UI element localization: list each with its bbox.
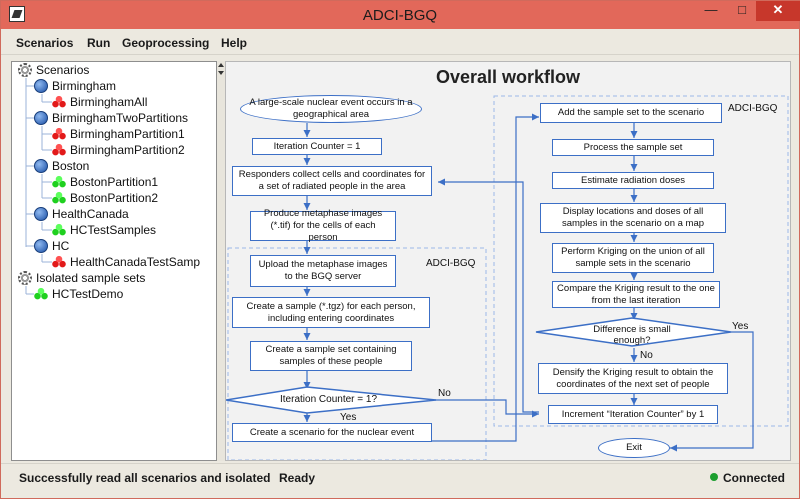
wf-create-sample: Create a sample (*.tgz) for each person,…: [232, 297, 430, 328]
globe-icon: [34, 111, 48, 125]
people-green-icon: [34, 287, 48, 301]
workflow-diagram-panel: Overall workflow: [225, 61, 791, 461]
menu-help[interactable]: Help: [221, 36, 248, 50]
globe-icon: [34, 159, 48, 173]
maximize-button[interactable]: □: [738, 2, 746, 17]
wf-yes-left-label: Yes: [340, 412, 357, 423]
collapse-right-arrow-icon[interactable]: [218, 71, 224, 75]
globe-icon: [34, 239, 48, 253]
wf-create-scenario: Create a scenario for the nuclear event: [232, 423, 432, 442]
people-red-icon: [52, 143, 66, 157]
workflow-connectors: [226, 95, 789, 460]
globe-icon: [34, 79, 48, 93]
menu-geoprocessing[interactable]: Geoprocessing: [122, 36, 210, 50]
adci-bgq-right-label: ADCI-BGQ: [728, 103, 778, 114]
wf-densify-kriging: Densify the Kriging result to obtain the…: [538, 363, 728, 394]
wf-decision-difference: Difference is small enough?: [593, 324, 671, 346]
scenario-tree[interactable]: Scenarios Birmingham BirminghamAll Birmi…: [11, 61, 217, 461]
minimize-button[interactable]: —: [704, 2, 718, 17]
gear-icon: [18, 63, 32, 77]
connection-status: Connected: [723, 471, 786, 485]
menu-bar: Scenarios Run Geoprocessing Help: [1, 31, 799, 55]
adci-bgq-left-label: ADCI-BGQ: [426, 258, 476, 269]
wf-add-sample-set: Add the sample set to the scenario: [540, 103, 722, 123]
wf-upload-images: Upload the metaphase images to the BGQ s…: [250, 255, 396, 287]
title-bar: ADCI-BGQ — □ ✕: [1, 1, 800, 29]
menu-run[interactable]: Run: [87, 36, 111, 50]
people-green-icon: [52, 175, 66, 189]
app-logo-icon: [9, 6, 25, 22]
wf-compare-kriging: Compare the Kriging result to the one fr…: [552, 281, 720, 308]
tree-connector-lines: [25, 78, 52, 295]
wf-yes-right-label: Yes: [732, 321, 749, 332]
collapse-left-arrow-icon[interactable]: [218, 63, 224, 67]
wf-exit: Exit: [598, 438, 670, 458]
wf-display-map: Display locations and doses of all sampl…: [540, 203, 726, 233]
wf-decision-iteration: Iteration Counter = 1?: [280, 394, 378, 405]
close-button[interactable]: ✕: [756, 1, 800, 21]
wf-no-right-label: No: [640, 350, 653, 361]
wf-collect-cells: Responders collect cells and coordinates…: [232, 166, 432, 196]
wf-iteration-counter-init: Iteration Counter = 1: [252, 138, 382, 155]
wf-start-event: A large-scale nuclear event occurs in a …: [240, 95, 422, 123]
wf-increment-counter: Increment “Iteration Counter” by 1: [548, 405, 718, 424]
window-title: ADCI-BGQ: [362, 7, 438, 24]
people-green-icon: [52, 191, 66, 205]
workflow-title: Overall workflow: [435, 67, 581, 87]
people-red-icon: [52, 95, 66, 109]
connection-status-icon: [710, 473, 718, 481]
pane-splitter[interactable]: [217, 61, 225, 461]
wf-process-sample-set: Process the sample set: [552, 139, 714, 156]
people-green-icon: [52, 223, 66, 237]
wf-perform-kriging: Perform Kriging on the union of all samp…: [552, 243, 714, 273]
status-bar: Successfully read all scenarios and isol…: [1, 463, 799, 498]
menu-scenarios[interactable]: Scenarios: [16, 36, 74, 50]
gear-icon: [18, 271, 32, 285]
globe-icon: [34, 207, 48, 221]
status-state: Ready: [279, 471, 316, 485]
wf-estimate-doses: Estimate radiation doses: [552, 172, 714, 189]
people-red-icon: [52, 255, 66, 269]
status-message: Successfully read all scenarios and isol…: [19, 471, 271, 485]
people-red-icon: [52, 127, 66, 141]
wf-no-left-label: No: [438, 388, 451, 399]
wf-create-sample-set: Create a sample set containing samples o…: [250, 341, 412, 371]
wf-produce-metaphase: Produce metaphase images (*.tif) for the…: [250, 208, 396, 243]
